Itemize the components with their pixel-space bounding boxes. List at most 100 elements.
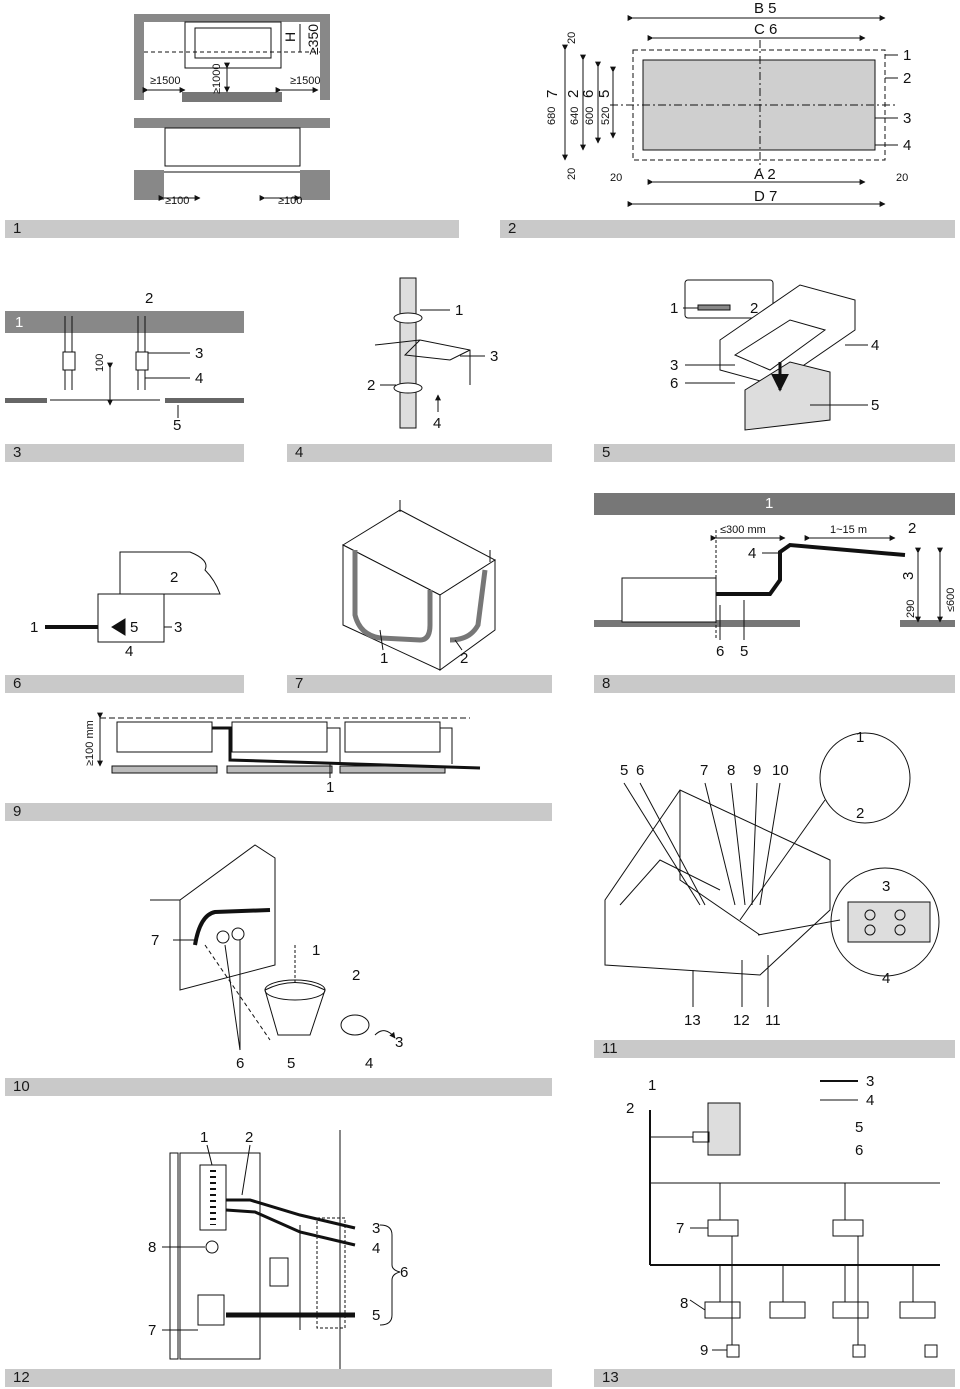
fig12-label-4: 4 bbox=[372, 1240, 380, 1257]
fig8-dim-1-15: 1~15 m bbox=[830, 524, 867, 536]
fig8-label-5: 5 bbox=[740, 643, 748, 660]
fig13-label-5: 5 bbox=[855, 1119, 863, 1136]
fig11-label-8: 8 bbox=[727, 762, 735, 779]
figure-1-clearance bbox=[134, 14, 330, 201]
fig5-label-6: 6 bbox=[670, 375, 678, 392]
caption-12: 12 bbox=[5, 1369, 552, 1387]
fig5-label-2: 2 bbox=[750, 300, 758, 317]
fig11-label-2: 2 bbox=[856, 805, 864, 822]
fig6-label-3: 3 bbox=[174, 619, 182, 636]
fig8-label-6: 6 bbox=[716, 643, 724, 660]
fig12-label-6: 6 bbox=[400, 1264, 408, 1281]
fig13-label-7: 7 bbox=[676, 1220, 684, 1237]
figure-6-insertion bbox=[45, 551, 221, 643]
fig12-label-5: 5 bbox=[372, 1307, 380, 1324]
figure-7-lifting bbox=[341, 500, 496, 671]
caption-4: 4 bbox=[287, 444, 552, 462]
fig13-label-8: 8 bbox=[680, 1295, 688, 1312]
caption-3: 3 bbox=[5, 444, 244, 462]
fig13-label-4: 4 bbox=[866, 1092, 874, 1109]
fig3-dim-100: 100 bbox=[94, 354, 106, 372]
fig6-label-1: 1 bbox=[30, 619, 38, 636]
fig2-d20-left: 20 bbox=[610, 172, 622, 184]
figure-5-gauge bbox=[683, 279, 868, 431]
figure-4-bolt-nut bbox=[374, 277, 485, 429]
fig11-label-12: 12 bbox=[733, 1012, 750, 1029]
fig10-label-3: 3 bbox=[395, 1034, 403, 1051]
caption-9: 9 bbox=[5, 803, 552, 821]
fig12-label-3: 3 bbox=[372, 1220, 380, 1237]
fig3-label-3: 3 bbox=[195, 345, 203, 362]
fig9-label-1: 1 bbox=[326, 779, 334, 796]
fig5-label-1: 1 bbox=[670, 300, 678, 317]
fig2-dim-a: A 2 bbox=[754, 166, 776, 183]
fig2-v7: 7 bbox=[544, 90, 561, 98]
fig12-label-2: 2 bbox=[245, 1129, 253, 1146]
fig3-label-4: 4 bbox=[195, 370, 203, 387]
fig10-label-2: 2 bbox=[352, 967, 360, 984]
caption-5: 5 bbox=[594, 444, 955, 462]
fig10-label-7: 7 bbox=[151, 932, 159, 949]
fig11-label-4: 4 bbox=[882, 970, 890, 987]
figure-10-drain-pan bbox=[150, 844, 396, 1051]
fig8-label-2: 2 bbox=[908, 520, 916, 537]
fig2-v6: 6 bbox=[580, 90, 597, 98]
fig2-dim-c: C 6 bbox=[754, 21, 777, 38]
fig2-label-1: 1 bbox=[903, 47, 911, 64]
fig2-v600: 600 bbox=[584, 107, 596, 125]
fig4-label-4: 4 bbox=[433, 415, 441, 432]
fig12-label-1: 1 bbox=[200, 1129, 208, 1146]
fig5-label-3: 3 bbox=[670, 357, 678, 374]
fig7-label-2: 2 bbox=[460, 650, 468, 667]
fig6-label-5: 5 bbox=[130, 619, 138, 636]
figure-8-drain-piping bbox=[594, 493, 955, 640]
fig5-label-5: 5 bbox=[871, 397, 879, 414]
fig11-label-3: 3 bbox=[882, 878, 890, 895]
fig11-label-6: 6 bbox=[636, 762, 644, 779]
fig12-label-8: 8 bbox=[148, 1239, 156, 1256]
fig4-label-3: 3 bbox=[490, 348, 498, 365]
caption-1: 1 bbox=[5, 220, 459, 238]
fig10-label-5: 5 bbox=[287, 1055, 295, 1072]
fig2-d20-top: 20 bbox=[566, 32, 578, 44]
fig13-label-9: 9 bbox=[700, 1342, 708, 1359]
fig8-dim-300: ≤300 mm bbox=[720, 524, 766, 536]
caption-8: 8 bbox=[594, 675, 955, 693]
fig7-label-1: 1 bbox=[380, 650, 388, 667]
figure-11-connections bbox=[604, 732, 940, 1007]
fig13-label-2: 2 bbox=[626, 1100, 634, 1117]
caption-6: 6 bbox=[5, 675, 244, 693]
fig8-dim-600: ≤600 bbox=[945, 588, 957, 612]
fig2-label-2: 2 bbox=[903, 70, 911, 87]
fig2-dim-d: D 7 bbox=[754, 188, 777, 205]
fig2-v640: 640 bbox=[569, 107, 581, 125]
figure-13-wiring-diagram bbox=[649, 1080, 940, 1358]
fig11-label-11: 11 bbox=[765, 1012, 781, 1029]
caption-10: 10 bbox=[5, 1078, 552, 1096]
caption-2: 2 bbox=[500, 220, 955, 238]
fig11-label-1: 1 bbox=[856, 729, 864, 746]
fig13-label-6: 6 bbox=[855, 1142, 863, 1159]
figure-2-ceiling-opening bbox=[562, 15, 898, 207]
fig1-h-label: H bbox=[282, 32, 298, 42]
figure-9-multiple-units bbox=[97, 712, 481, 778]
figure-12-wiring-box bbox=[162, 1130, 401, 1369]
fig6-label-4: 4 bbox=[125, 643, 133, 660]
fig3-label-1: 1 bbox=[15, 314, 23, 331]
fig2-label-3: 3 bbox=[903, 110, 911, 127]
fig2-v680: 680 bbox=[546, 107, 558, 125]
fig13-label-1: 1 bbox=[648, 1077, 656, 1094]
fig1-bottom-left: ≥100 bbox=[165, 195, 189, 207]
caption-7: 7 bbox=[287, 675, 552, 693]
fig8-label-3: 3 bbox=[900, 572, 917, 580]
caption-13: 13 bbox=[594, 1369, 955, 1387]
fig2-v5: 5 bbox=[596, 90, 613, 98]
fig3-label-2: 2 bbox=[145, 290, 153, 307]
fig2-dim-b: B 5 bbox=[754, 0, 777, 17]
fig2-label-4: 4 bbox=[903, 137, 911, 154]
fig1-right-clearance: ≥1500 bbox=[290, 75, 321, 87]
fig6-label-2: 2 bbox=[170, 569, 178, 586]
fig11-label-5: 5 bbox=[620, 762, 628, 779]
fig3-label-5: 5 bbox=[173, 417, 181, 434]
